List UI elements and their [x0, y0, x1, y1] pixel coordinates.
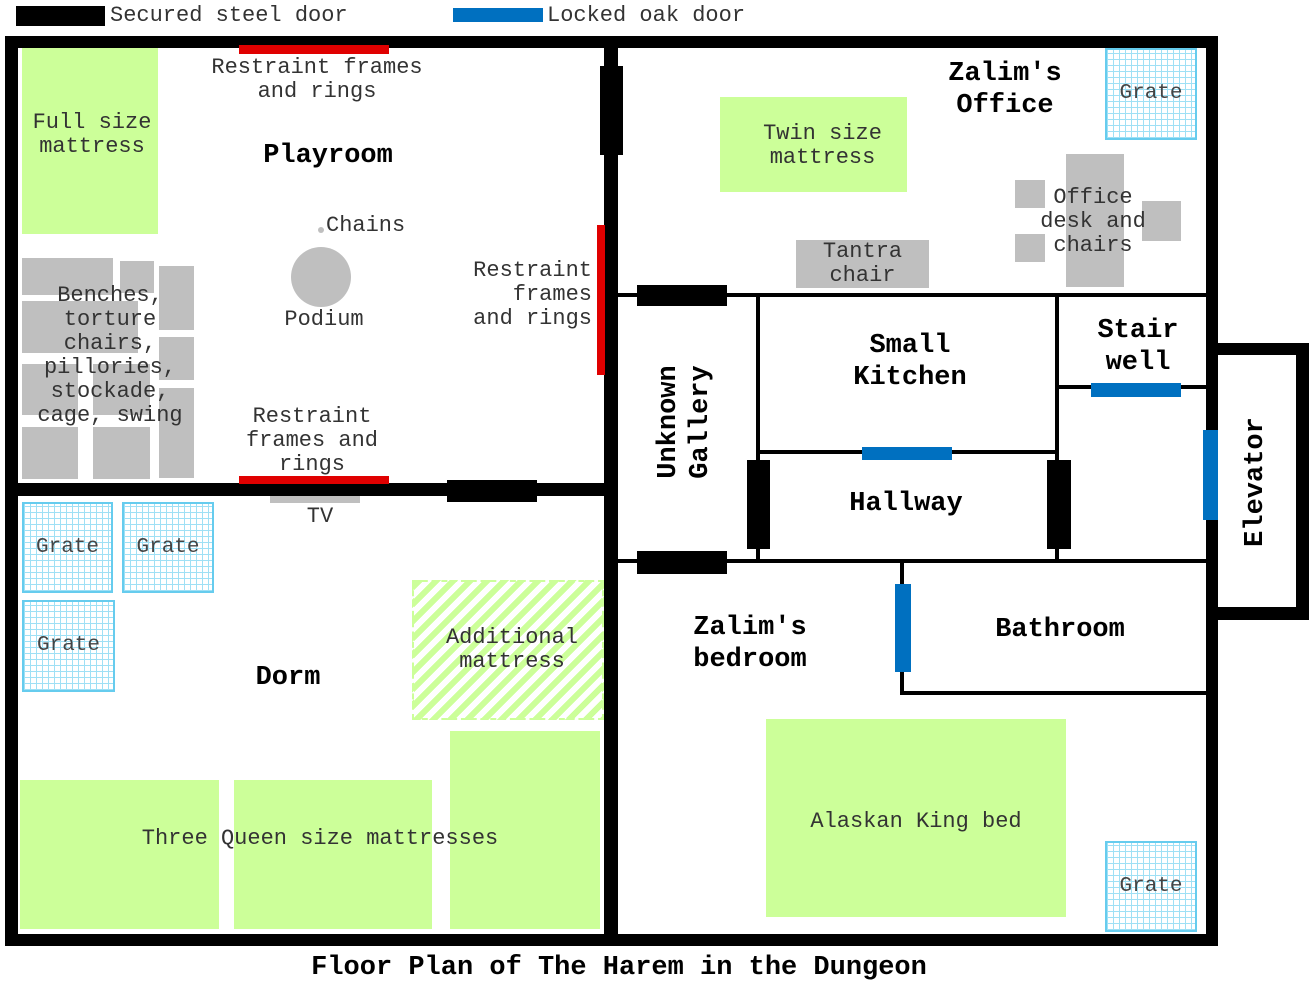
bedroom-label: Zalim's bedroom: [693, 613, 807, 675]
kitchen-label: Small Kitchen: [853, 331, 967, 393]
elevator-label: Elevator: [1241, 417, 1271, 547]
wall: [1055, 295, 1059, 561]
wall: [756, 295, 760, 561]
grate-label: Grate: [35, 535, 99, 559]
wall-center: [604, 48, 618, 934]
grate: Grate: [22, 502, 113, 593]
additional-mattress: [412, 580, 604, 720]
grate-label: Grate: [1119, 82, 1183, 105]
dorm-label: Dorm: [255, 663, 321, 693]
bench: [120, 261, 154, 293]
bench: [22, 427, 78, 479]
oak-door[interactable]: [895, 584, 911, 672]
grate: Grate: [122, 502, 214, 593]
tantra-chair: [796, 240, 929, 288]
oak-door[interactable]: [1091, 383, 1181, 397]
grate-label: Grate: [1119, 874, 1183, 898]
bench: [22, 364, 78, 415]
queen-mattress: [450, 731, 600, 929]
wall: [900, 691, 1206, 695]
queen-mattress: [234, 780, 432, 929]
chains-label: Chains: [326, 213, 406, 238]
grate: Grate: [1105, 48, 1197, 140]
wall: [618, 559, 1206, 563]
steel-door-legend-label: Secured steel door: [110, 3, 348, 28]
grate-label: Grate: [136, 535, 200, 559]
office-chair: [1015, 180, 1045, 208]
steel-door[interactable]: [637, 285, 727, 306]
twin-mattress-label: Twin size mattress: [763, 121, 882, 170]
oak-door-legend-label: Locked oak door: [547, 3, 746, 28]
grate: Grate: [1105, 841, 1197, 932]
oak-door[interactable]: [862, 447, 952, 460]
full-mattress-label: Full size mattress: [32, 110, 152, 159]
queen-mattress: [20, 780, 219, 929]
additional-mattress-label: Additional mattress: [445, 625, 579, 674]
elevator-interior: [1218, 355, 1296, 607]
office-chair: [1142, 201, 1181, 241]
steel-door[interactable]: [747, 460, 770, 549]
bathroom-label: Bathroom: [995, 615, 1125, 645]
bench: [22, 258, 113, 295]
tv-label: TV: [306, 504, 334, 529]
restraint-frame: [239, 45, 389, 54]
tantra-label: Tantra chair: [822, 239, 903, 288]
steel-door[interactable]: [447, 480, 537, 502]
restraint-frame: [239, 476, 389, 484]
office-desk-label: Office desk and chairs: [1040, 185, 1146, 258]
bench: [93, 427, 150, 479]
tv: [270, 496, 360, 503]
restraint-right-label: Restraint frames and rings: [473, 258, 592, 331]
bench: [159, 337, 194, 380]
steel-door-legend-swatch: [16, 6, 105, 26]
queen-mattresses-label: Three Queen size mattresses: [141, 826, 499, 851]
office-chair: [1015, 234, 1045, 262]
bench: [159, 388, 194, 478]
bench: [22, 301, 138, 353]
full-mattress: [22, 48, 158, 234]
steel-door[interactable]: [600, 66, 623, 155]
grate-label: Grate: [36, 634, 100, 657]
benches-label: Benches, torture chairs, pillories, stoc…: [37, 283, 183, 428]
office-desk: [1066, 154, 1124, 287]
grate: Grate: [22, 600, 115, 692]
restraint-frame: [597, 225, 605, 375]
bench: [159, 266, 194, 330]
floor-plan-title: Floor Plan of The Harem in the Dungeon: [311, 953, 927, 983]
playroom-label: Playroom: [263, 141, 393, 171]
stairwell-label: Stair well: [1097, 316, 1179, 378]
wall: [618, 293, 1206, 297]
restraint-bottom-label: Restraint frames and rings: [245, 404, 379, 477]
twin-mattress: [720, 97, 907, 192]
steel-door[interactable]: [1047, 460, 1071, 549]
office-label: Zalim's Office: [948, 59, 1062, 121]
hallway-label: Hallway: [849, 489, 963, 519]
steel-door[interactable]: [637, 551, 727, 574]
king-bed-label: Alaskan King bed: [810, 809, 1022, 834]
king-bed: [766, 719, 1066, 917]
oak-door-legend-swatch: [453, 8, 543, 22]
restraint-top-label: Restraint frames and rings: [211, 55, 423, 104]
chains-anchor: [318, 227, 324, 233]
gallery-label: Unknown Gallery: [654, 365, 716, 479]
oak-door[interactable]: [1203, 430, 1218, 520]
bench: [93, 364, 150, 415]
podium: [291, 247, 351, 307]
podium-label: Podium: [284, 307, 364, 332]
